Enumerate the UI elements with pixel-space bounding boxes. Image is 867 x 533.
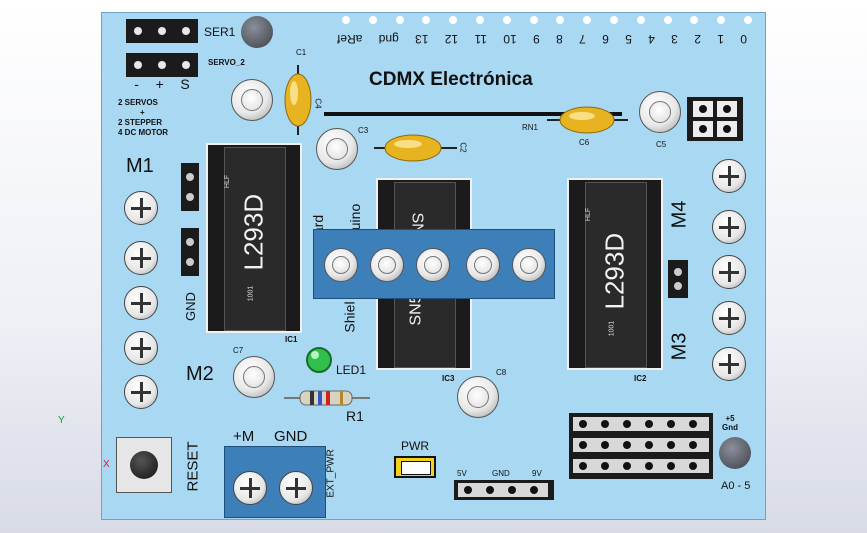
label-ic2: IC2 (634, 374, 647, 383)
jumper-right (668, 260, 688, 298)
capacitor-pad-c4 (231, 79, 273, 121)
label-c5: C5 (656, 140, 667, 149)
label-9v: 9V (532, 469, 542, 478)
ic-socket-ic2: L293D HLF 1001 (567, 178, 663, 370)
mounting-hole-top (241, 16, 273, 48)
screw-terminal-m2-a (124, 331, 158, 365)
analog-header-block (569, 413, 713, 479)
l293d-chip-ic2: L293D HLF 1001 (585, 182, 647, 368)
ic1-part-number: L293D (238, 193, 269, 271)
board-graphics (284, 65, 628, 406)
terminal-block-center (313, 229, 555, 299)
terminal-block-ext-pwr (224, 446, 326, 518)
pwr-jumper[interactable] (394, 456, 436, 478)
digital-pin-holes (342, 16, 752, 24)
axis-x-label: X (103, 459, 110, 470)
jumper-block-right (687, 97, 743, 141)
servo-pin-plus: + (155, 76, 164, 92)
label-ext-pwr: EXT_PWR (325, 449, 337, 498)
ser1-label: SER1 (204, 25, 236, 39)
mode-notes: 2 SERVOS + 2 STEPPER 4 DC MOTOR (118, 98, 169, 137)
capacitor-pad-c8 (457, 376, 499, 418)
label-reset: RESET (184, 441, 202, 492)
resistor-r1 (284, 390, 370, 406)
label-m4: M4 (668, 200, 691, 229)
label-plus5-gnd: +5 Gnd (722, 414, 738, 432)
capacitor-pad-c3 (316, 128, 358, 170)
label-c8: C8 (496, 368, 507, 377)
capacitor-c6 (547, 106, 628, 134)
servo-pin-minus: - (134, 76, 139, 92)
servo-pin-signal: S (180, 76, 190, 92)
ic-socket-ic1: L293D HLF 1001 (206, 143, 302, 333)
ic2-code: 1001 (608, 320, 616, 337)
label-5v: 5V (457, 469, 467, 478)
servo-pin-labels: - + S (126, 76, 198, 92)
screw-terminal-gnd-right (712, 255, 746, 289)
label-gnd-side: GND (182, 292, 198, 321)
shield-text-1: Shiel (341, 301, 358, 333)
label-ic3: IC3 (442, 374, 455, 383)
screw-terminal-m2-b (124, 375, 158, 409)
label-r1: R1 (346, 408, 364, 424)
label-analog: A0 - 5 (721, 480, 751, 492)
capacitor-pad-c7 (233, 356, 275, 398)
screw-terminal-m4-a (712, 159, 746, 193)
servo2-label: SERVO_2 (208, 58, 245, 67)
pcb-board: CDMX Electrónica SER1 SERVO_2 - + S 2 SE… (101, 12, 766, 520)
power-header (454, 480, 554, 500)
ic2-mfr: HLF (585, 207, 593, 222)
ic3-bottom-text: SN5 (407, 294, 425, 326)
label-c3: C3 (358, 126, 369, 135)
servo2-header (126, 53, 198, 77)
label-pwr: PWR (401, 439, 429, 453)
label-c1: C1 (296, 48, 307, 57)
ic2-part-number: L293D (599, 232, 630, 310)
axis-y-label: Y (58, 415, 65, 426)
capacitor-c2 (374, 134, 457, 162)
label-ic1: IC1 (285, 335, 298, 344)
screw-terminal-m4-b (712, 210, 746, 244)
screw-terminal-m3-a (712, 301, 746, 335)
l293d-chip-ic1: L293D HLF 1001 (224, 147, 286, 331)
rn1-resistor-network (324, 112, 622, 116)
reset-button-cap[interactable] (130, 451, 158, 479)
ser1-header (126, 19, 198, 43)
digital-pin-labels: 0 1 2 3 4 5 6 7 8 9 10 11 12 13 gnd aRef (337, 32, 747, 46)
jumper-left-2 (181, 228, 199, 276)
screw-terminal-gnd (124, 286, 158, 320)
shield-text-2: uino (347, 203, 364, 231)
label-c6: C6 (579, 138, 590, 147)
ic1-code: 1001 (247, 285, 255, 302)
led-led1 (306, 347, 332, 373)
capacitor-c1 (284, 65, 312, 135)
label-c7: C7 (233, 346, 244, 355)
capacitor-pad-c5 (639, 91, 681, 133)
label-power-gnd: GND (492, 469, 510, 478)
screw-terminal-m1-a (124, 191, 158, 225)
board-title: CDMX Electrónica (369, 69, 533, 90)
label-m2: M2 (186, 363, 214, 385)
label-c2: C2 (458, 142, 468, 153)
label-ext-gnd: GND (274, 428, 308, 445)
mounting-hole-bottom (719, 437, 751, 469)
jumper-left-1 (181, 163, 199, 211)
ic1-mfr: HLF (224, 174, 232, 189)
label-m3: M3 (668, 332, 691, 361)
screw-terminal-m3-b (712, 347, 746, 381)
label-plus-m: +M (233, 428, 255, 445)
label-m1: M1 (126, 155, 154, 177)
label-led1: LED1 (336, 363, 367, 377)
label-rn1: RN1 (522, 123, 539, 132)
label-c4: C4 (313, 98, 323, 109)
screw-terminal-m1-b (124, 241, 158, 275)
reset-button[interactable] (116, 437, 172, 493)
